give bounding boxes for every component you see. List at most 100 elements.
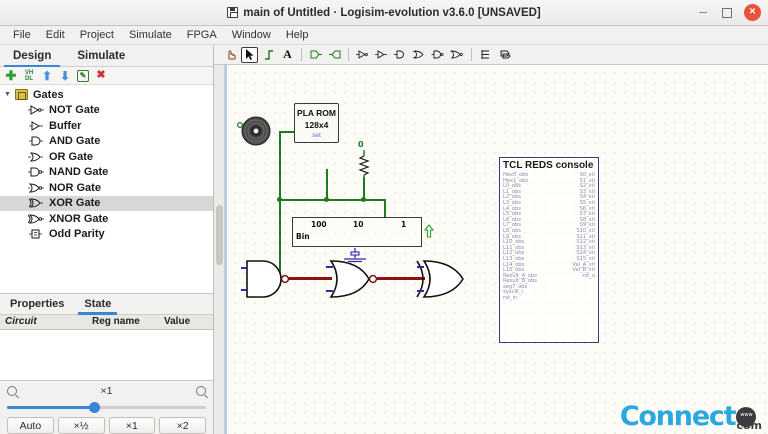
zoom-auto-button[interactable]: Auto xyxy=(7,417,54,434)
edit-icon[interactable]: ✎ xyxy=(77,69,89,82)
pla-rom-set-link[interactable]: set xyxy=(312,131,321,139)
column-value: Value xyxy=(164,316,191,327)
column-circuit: Circuit xyxy=(5,316,37,327)
zoom-slider[interactable] xyxy=(7,400,206,414)
circuit-canvas[interactable]: PLA ROM 128x4 set 0 xyxy=(225,65,768,434)
tree-item-nor-gate[interactable]: NOR Gate xyxy=(0,180,213,196)
zoom-1x-button[interactable]: ×1 xyxy=(108,417,156,434)
nand-gate-tool-button[interactable] xyxy=(430,47,447,63)
tree-item-xnor-gate[interactable]: XNOR Gate xyxy=(0,211,213,227)
zoom-control-panel: ×1 Auto ×½ ×1 ×2 xyxy=(0,381,213,434)
poke-tool-button[interactable] xyxy=(222,47,239,63)
maximize-button[interactable] xyxy=(720,6,733,19)
wire-resistor-leg[interactable] xyxy=(363,177,365,200)
buffer-tool-button[interactable] xyxy=(373,47,390,63)
splitter-tool-button[interactable] xyxy=(477,47,494,63)
wire-bus-horizontal[interactable] xyxy=(279,199,364,201)
zoom-2x-button[interactable]: ×2 xyxy=(159,417,206,434)
wire-to-resistor[interactable] xyxy=(363,199,385,201)
bin-output-pin[interactable] xyxy=(423,223,435,239)
resistor-component[interactable] xyxy=(355,150,373,180)
delete-icon[interactable]: ✖ xyxy=(96,69,106,81)
tree-item-not-gate[interactable]: NOT Gate xyxy=(0,103,213,119)
state-table-body[interactable] xyxy=(0,329,213,381)
wire-vertical-left[interactable] xyxy=(279,132,281,286)
output-pin-tool-button[interactable] xyxy=(326,47,343,63)
select-tool-button[interactable] xyxy=(241,46,258,63)
menu-simulate[interactable]: Simulate xyxy=(128,29,172,41)
input-pin-tool-button[interactable] xyxy=(307,47,324,63)
tcl-port: L14_obs xyxy=(503,261,525,268)
xor-gate-icon xyxy=(28,198,45,208)
tree-item-label: AND Gate xyxy=(49,135,101,148)
component-tree[interactable]: ▼ Gates NOT Gate Buffer AND Gate xyxy=(0,85,213,294)
chevron-down-icon[interactable]: ▼ xyxy=(4,91,11,99)
speaker-component[interactable] xyxy=(241,116,271,146)
canvas-vertical-scrollbar[interactable] xyxy=(214,65,225,434)
tab-properties[interactable]: Properties xyxy=(10,297,65,310)
tree-item-or-gate[interactable]: OR Gate xyxy=(0,149,213,165)
zoom-slider-fill xyxy=(7,406,95,409)
zoom-out-icon[interactable] xyxy=(7,386,17,396)
tcl-port: S4_sti xyxy=(579,194,595,201)
xor-gate-component[interactable] xyxy=(413,255,469,303)
tab-simulate[interactable]: Simulate xyxy=(77,49,126,62)
tree-root-gates[interactable]: ▼ Gates xyxy=(0,87,213,103)
minimize-button[interactable] xyxy=(696,6,709,19)
menu-fpga[interactable]: FPGA xyxy=(186,29,217,41)
wire-nor-to-xor[interactable] xyxy=(377,277,425,280)
tree-item-nand-gate[interactable]: NAND Gate xyxy=(0,165,213,181)
tcl-port: L10_obs xyxy=(503,239,525,246)
nor-gate-component[interactable] xyxy=(325,255,381,303)
wire-junction xyxy=(361,197,366,202)
move-down-icon[interactable]: ⬇ xyxy=(59,68,71,83)
tree-item-buffer[interactable]: Buffer xyxy=(0,118,213,134)
tree-item-odd-parity[interactable]: Odd Parity xyxy=(0,227,213,243)
tree-item-label: Buffer xyxy=(49,119,82,132)
tree-item-and-gate[interactable]: AND Gate xyxy=(0,134,213,150)
bin-display-component[interactable]: Bin 100 10 1 xyxy=(292,217,422,247)
wiring-tool-button[interactable] xyxy=(260,47,277,63)
menu-help[interactable]: Help xyxy=(285,29,309,41)
nor-gate-tool-button[interactable] xyxy=(449,47,466,63)
tunnel-tool-button[interactable] xyxy=(496,47,513,63)
menu-project[interactable]: Project xyxy=(79,29,114,41)
tcl-port: S12_sti xyxy=(576,239,595,246)
or-gate-tool-button[interactable] xyxy=(411,47,428,63)
close-button[interactable]: × xyxy=(744,4,761,21)
tcl-port: S9_sti xyxy=(579,222,595,229)
window-title-text: main of Untitled · Logisim-evolution v3.… xyxy=(243,6,541,19)
tcl-port: L1_obs xyxy=(503,188,521,195)
toolbar-separator xyxy=(301,48,302,61)
zoom-half-button[interactable]: ×½ xyxy=(57,417,105,434)
wire-nand-to-nor[interactable] xyxy=(289,277,332,280)
zoom-slider-knob[interactable] xyxy=(88,402,100,413)
speaker-input-pin[interactable] xyxy=(236,119,244,129)
wire-into-bin[interactable] xyxy=(384,199,386,217)
tcl-console-component[interactable]: TCL REDS console Hex0_obs Hex1_obs L0_ob… xyxy=(499,157,599,343)
bin-digit-10: 10 xyxy=(353,220,364,229)
wire-rom-down[interactable] xyxy=(326,169,328,201)
not-gate-tool-button[interactable] xyxy=(354,47,371,63)
scrollbar-thumb[interactable] xyxy=(216,205,223,265)
and-gate-tool-button[interactable] xyxy=(392,47,409,63)
add-circuit-icon[interactable]: ✚ xyxy=(5,68,17,83)
pla-rom-component[interactable]: PLA ROM 128x4 set xyxy=(294,103,339,143)
explorer-tabs: Design Simulate xyxy=(0,45,213,67)
tcl-port: L0_obs xyxy=(503,183,521,190)
ground-component[interactable] xyxy=(342,248,368,264)
menu-edit[interactable]: Edit xyxy=(45,29,65,41)
menu-file[interactable]: File xyxy=(13,29,31,41)
move-up-icon[interactable]: ⬆ xyxy=(41,68,53,83)
tab-state[interactable]: State xyxy=(74,294,121,315)
tree-item-xor-gate[interactable]: XOR Gate xyxy=(0,195,213,211)
nand-gate-component[interactable] xyxy=(239,255,290,303)
tcl-port: Val_B_sti xyxy=(572,267,595,274)
menu-window[interactable]: Window xyxy=(231,29,271,41)
zoom-in-icon[interactable] xyxy=(195,386,206,396)
tab-design[interactable]: Design xyxy=(0,45,64,67)
pla-rom-size: 128x4 xyxy=(304,119,329,130)
tcl-port: L12_obs xyxy=(503,250,525,257)
text-tool-button[interactable]: A xyxy=(283,47,292,61)
